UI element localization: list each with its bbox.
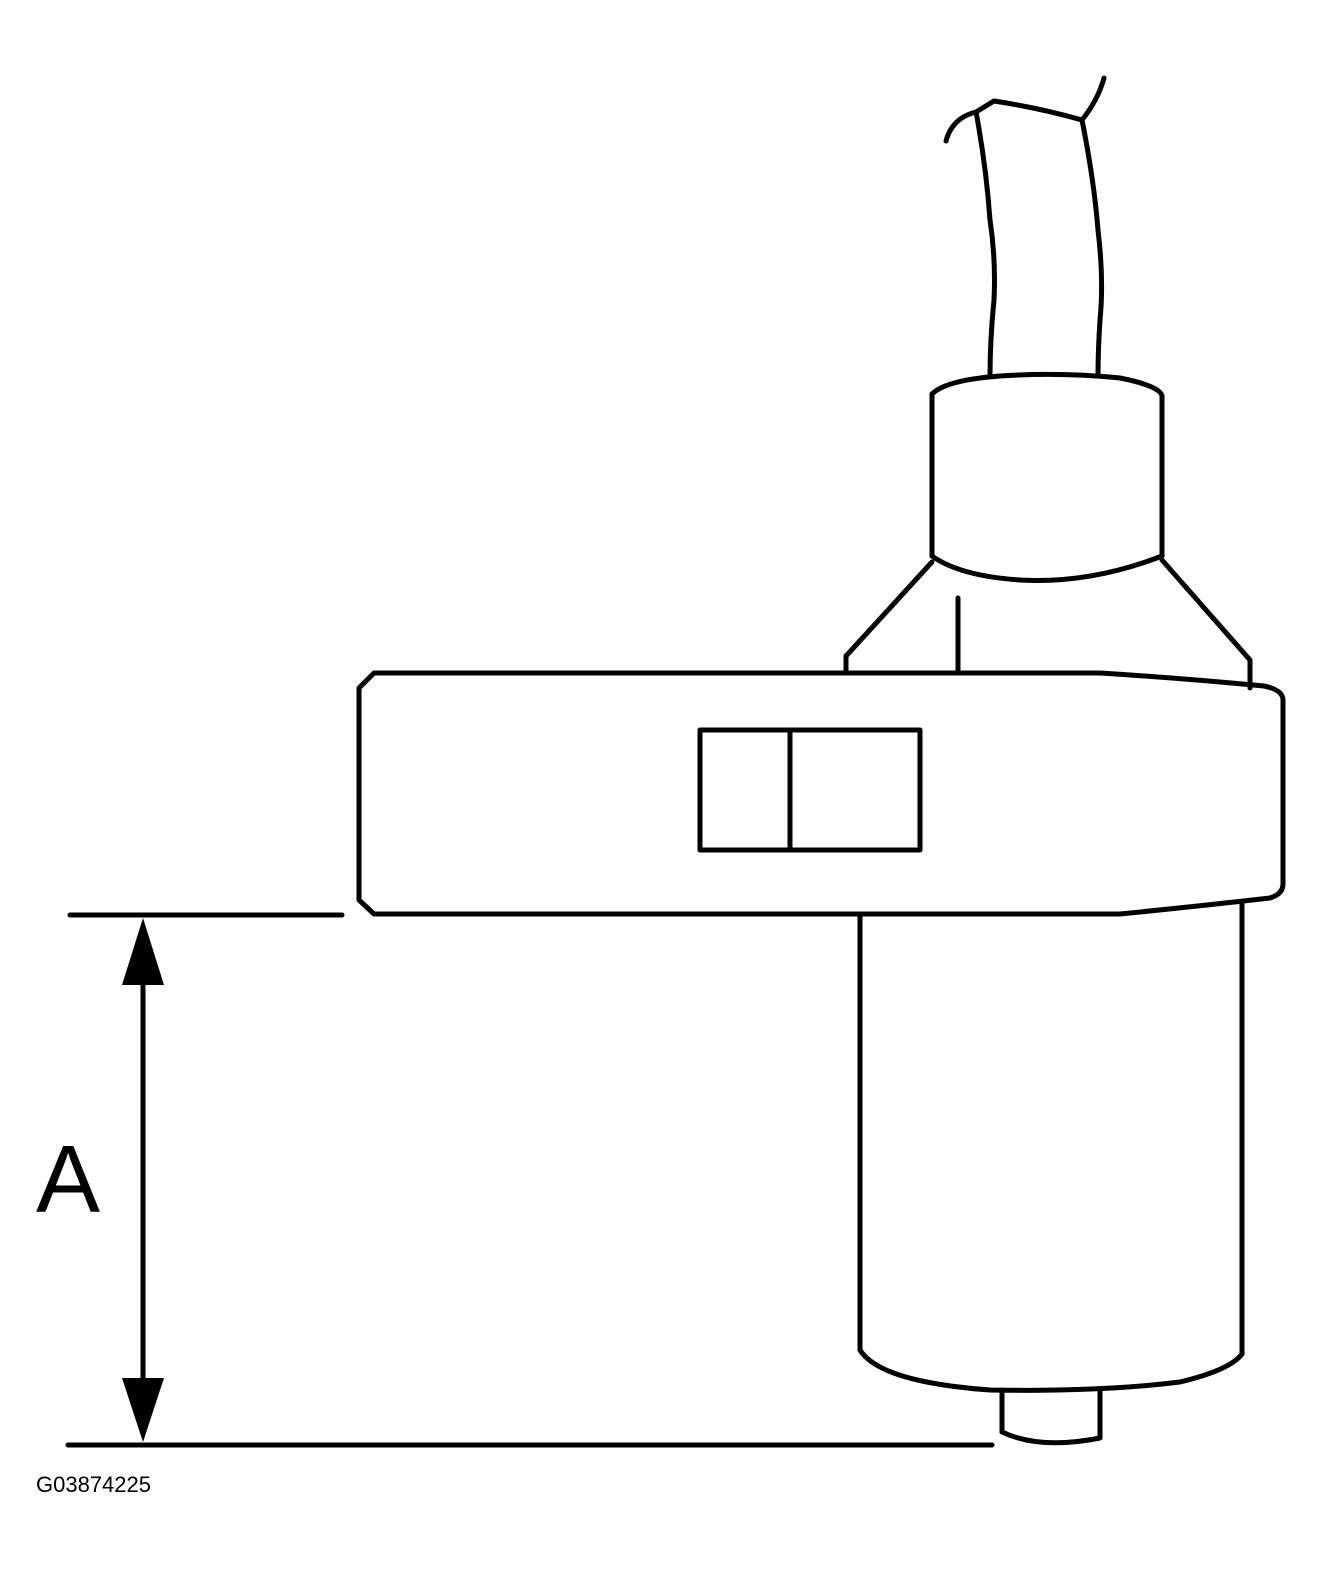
dimension-label: A <box>36 1126 100 1233</box>
dimension-lines <box>65 912 995 1448</box>
mounting-flange <box>356 670 1286 917</box>
arrow-head-up <box>122 918 164 985</box>
sensor-tip <box>999 1387 1103 1446</box>
figure-id: G03874225 <box>36 1472 151 1497</box>
connector-cylinder <box>929 371 1165 583</box>
sensor-neck <box>843 557 1253 691</box>
wire <box>943 75 1107 379</box>
label-window <box>697 727 923 853</box>
arrow-head-down <box>122 1378 164 1442</box>
sensor-body <box>857 901 1245 1393</box>
